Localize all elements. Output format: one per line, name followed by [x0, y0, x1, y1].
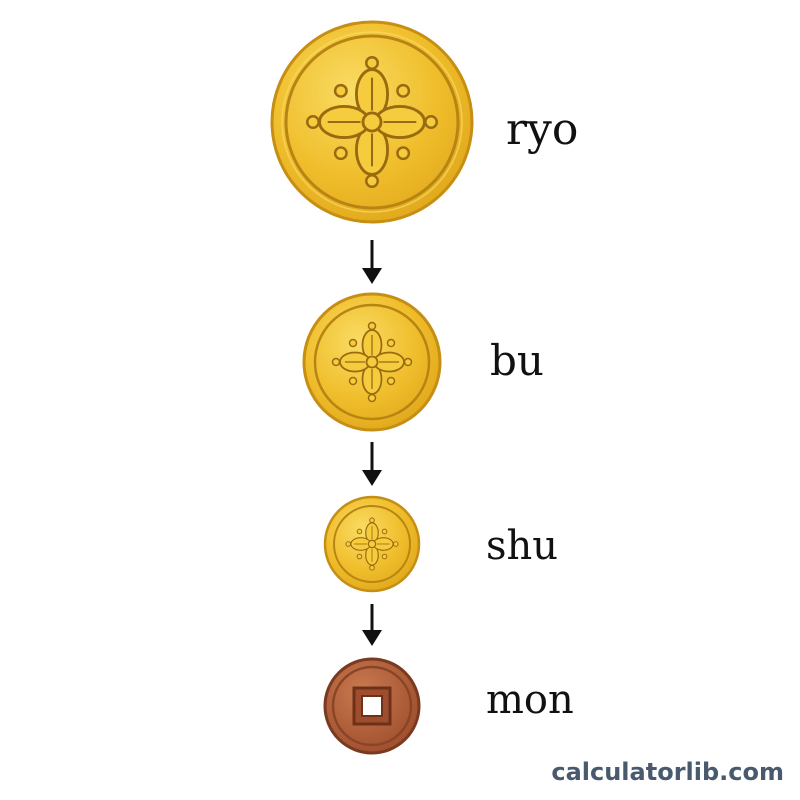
watermark-text: calculatorlib.com	[551, 758, 784, 786]
arrow-down-icon	[362, 442, 382, 486]
mon-coin	[323, 657, 421, 755]
bu-label: bu	[490, 336, 544, 385]
ryo-label: ryo	[506, 104, 579, 155]
mon-label: mon	[486, 677, 574, 723]
shu-label: shu	[486, 523, 559, 569]
arrow-down-icon	[362, 604, 382, 646]
bu-coin	[302, 292, 442, 432]
arrow-down-icon	[362, 240, 382, 284]
ryo-coin	[270, 20, 474, 224]
shu-coin	[323, 495, 421, 593]
square-hole-icon	[352, 686, 392, 726]
